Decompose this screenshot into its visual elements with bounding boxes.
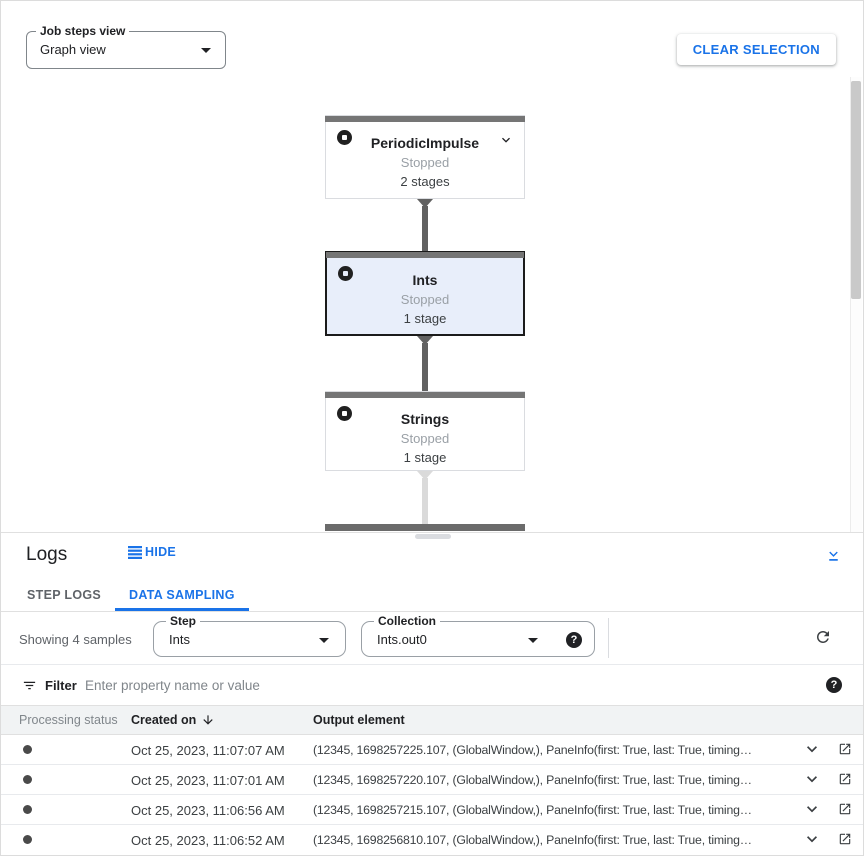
expand-row-icon[interactable] — [802, 799, 822, 819]
filter-bar: Filter ? — [1, 665, 863, 706]
expand-row-icon[interactable] — [802, 829, 822, 849]
node-top-bar — [325, 116, 525, 122]
node-stage-count: 1 stage — [403, 450, 447, 465]
open-in-new-icon[interactable] — [838, 832, 852, 846]
sample-row: Oct 25, 2023, 11:06:56 AM (12345, 169825… — [1, 795, 863, 825]
dropdown-arrow-icon — [319, 638, 329, 643]
output-element-cell: (12345, 1698256810.107, (GlobalWindow,),… — [313, 833, 752, 847]
tab-step-logs[interactable]: STEP LOGS — [13, 579, 115, 611]
created-on-cell: Oct 25, 2023, 11:07:01 AM — [131, 773, 285, 788]
job-steps-view-select[interactable]: Job steps view Graph view — [26, 24, 226, 69]
stage-stop-icon — [338, 266, 353, 281]
column-processing-status: Processing status — [19, 713, 118, 727]
sampling-controls: Showing 4 samples Step Ints Collection I… — [1, 612, 863, 665]
status-dot-icon — [23, 745, 32, 754]
filter-help-icon[interactable]: ? — [826, 677, 842, 693]
refresh-icon[interactable] — [813, 627, 833, 647]
collection-select-label: Collection — [374, 614, 441, 628]
clear-selection-button[interactable]: CLEAR SELECTION — [676, 34, 836, 65]
column-output-element: Output element — [313, 713, 405, 727]
open-in-new-icon[interactable] — [838, 772, 852, 786]
hide-logs-label: HIDE — [145, 545, 177, 559]
logs-header: Logs HIDE — [1, 533, 863, 579]
created-on-cell: Oct 25, 2023, 11:06:52 AM — [131, 833, 285, 848]
status-dot-icon — [23, 775, 32, 784]
logs-tabs: STEP LOGS DATA SAMPLING — [1, 579, 863, 612]
output-element-cell: (12345, 1698257220.107, (GlobalWindow,),… — [313, 773, 752, 787]
edge-line — [422, 478, 428, 525]
node-status: Stopped — [400, 292, 450, 307]
tab-data-sampling[interactable]: DATA SAMPLING — [115, 579, 249, 611]
chevron-down-icon[interactable] — [498, 132, 514, 148]
stage-stop-icon — [337, 406, 352, 421]
graph-scrollbar[interactable] — [850, 77, 862, 532]
dropdown-arrow-icon — [528, 638, 538, 643]
job-steps-view-label: Job steps view — [36, 24, 130, 38]
column-created-on[interactable]: Created on — [131, 713, 215, 727]
node-status: Stopped — [400, 155, 450, 170]
graph-node-ints[interactable]: Ints Stopped 1 stage — [325, 251, 525, 336]
edge-arrow — [417, 471, 433, 480]
lines-icon — [128, 546, 142, 559]
edge-arrow — [417, 199, 433, 208]
stage-stop-icon — [337, 130, 352, 145]
node-status: Stopped — [400, 431, 450, 446]
created-on-cell: Oct 25, 2023, 11:07:07 AM — [131, 743, 285, 758]
step-select-label: Step — [166, 614, 201, 628]
sample-row: Oct 25, 2023, 11:07:01 AM (12345, 169825… — [1, 765, 863, 795]
edge-line — [422, 206, 428, 252]
dropdown-arrow-icon — [201, 48, 211, 53]
graph-node-partial-top-bar — [325, 524, 525, 531]
filter-icon — [22, 678, 37, 693]
sort-descending-icon — [203, 715, 213, 725]
collapse-panel-icon[interactable] — [823, 545, 844, 566]
job-steps-view-value: Graph view — [40, 42, 106, 57]
node-stage-count: 1 stage — [403, 311, 447, 326]
node-title: Ints — [412, 272, 438, 288]
edge-line — [422, 343, 428, 392]
collection-select[interactable]: Collection Ints.out0 ? — [361, 614, 595, 657]
filter-input[interactable] — [85, 671, 807, 699]
output-element-cell: (12345, 1698257215.107, (GlobalWindow,),… — [313, 803, 752, 817]
status-dot-icon — [23, 805, 32, 814]
node-top-bar — [326, 252, 524, 258]
expand-row-icon[interactable] — [802, 769, 822, 789]
graph-node-strings[interactable]: Strings Stopped 1 stage — [325, 391, 525, 471]
hide-logs-button[interactable]: HIDE — [128, 545, 176, 559]
step-select-value: Ints — [169, 632, 190, 647]
graph-node-periodicimpulse[interactable]: PeriodicImpulse Stopped 2 stages — [325, 115, 525, 199]
created-on-cell: Oct 25, 2023, 11:06:56 AM — [131, 803, 285, 818]
expand-row-icon[interactable] — [802, 739, 822, 759]
node-top-bar — [325, 392, 525, 398]
logs-panel: Logs HIDE STEP LOGS DATA SAMPLING Showin… — [1, 532, 863, 855]
collection-help-icon[interactable]: ? — [566, 632, 582, 648]
output-element-cell: (12345, 1698257225.107, (GlobalWindow,),… — [313, 743, 752, 757]
logs-panel-title: Logs — [26, 544, 68, 565]
divider — [608, 618, 609, 658]
sample-count-text: Showing 4 samples — [19, 632, 132, 647]
step-select[interactable]: Step Ints — [153, 614, 346, 657]
open-in-new-icon[interactable] — [838, 742, 852, 756]
panel-resize-handle[interactable] — [415, 534, 451, 539]
open-in-new-icon[interactable] — [838, 802, 852, 816]
samples-table-header: Processing status Created on Output elem… — [1, 706, 863, 735]
sample-row: Oct 25, 2023, 11:06:52 AM (12345, 169825… — [1, 825, 863, 855]
sample-row: Oct 25, 2023, 11:07:07 AM (12345, 169825… — [1, 735, 863, 765]
filter-label: Filter — [45, 678, 77, 693]
node-title: PeriodicImpulse — [370, 135, 480, 151]
node-title: Strings — [400, 411, 450, 427]
status-dot-icon — [23, 835, 32, 844]
edge-arrow — [417, 336, 433, 345]
node-stage-count: 2 stages — [400, 174, 450, 189]
collection-select-value: Ints.out0 — [377, 632, 427, 647]
graph-scrollbar-thumb[interactable] — [851, 81, 861, 299]
